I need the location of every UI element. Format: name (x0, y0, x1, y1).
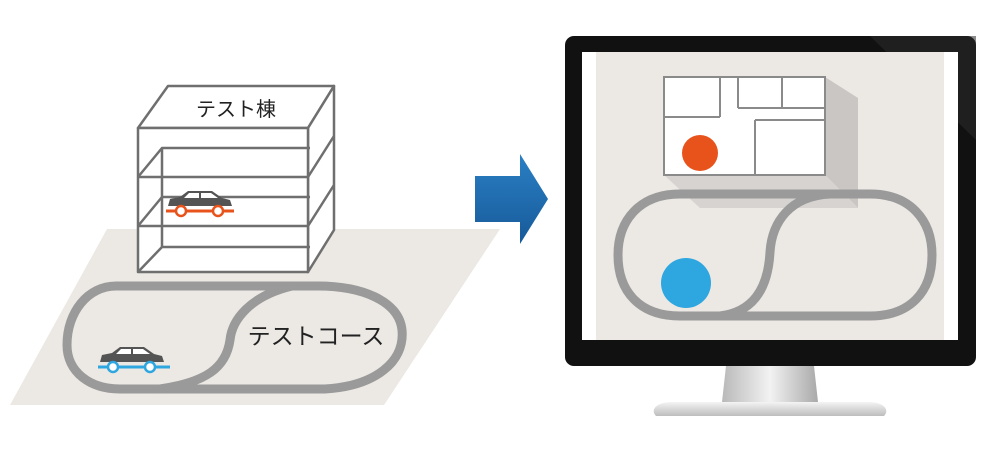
floor-plan-shadow (825, 77, 858, 208)
course-vehicle-marker (661, 258, 711, 308)
test-building (136, 84, 336, 274)
screen-course-track (613, 189, 937, 321)
monitor-icon (565, 36, 976, 416)
monitor-base (653, 402, 887, 416)
test-course-track (62, 281, 407, 394)
test-site: テストコース テスト棟 (10, 84, 500, 405)
building-vehicle-marker (682, 135, 718, 171)
car-icon (98, 347, 170, 374)
arrow-right-icon (475, 154, 548, 244)
building-label: テスト棟 (196, 97, 276, 121)
course-label: テストコース (248, 324, 385, 350)
monitor-stand (722, 366, 818, 402)
car-icon (166, 191, 234, 218)
